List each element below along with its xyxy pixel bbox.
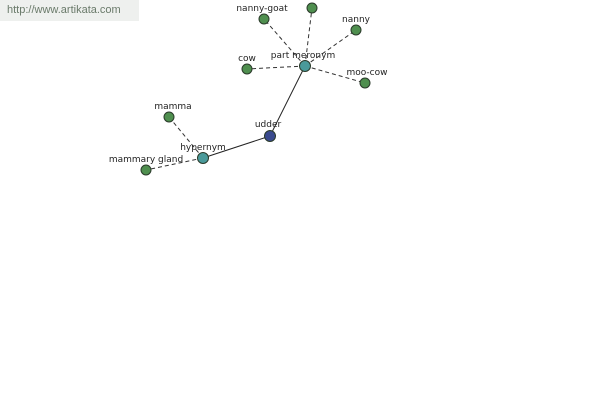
node-mamma[interactable]: mamma [154,102,192,123]
nodes-layer: udder part meronym hypernym nanny-goat nanny… [109,2,388,176]
node-nanny-goat-dot[interactable] [258,13,270,25]
node-udder-label[interactable]: udder [255,120,282,130]
artikata-url-watermark[interactable]: http://www.artikata.com [0,0,139,21]
node-nanny-goat[interactable]: nanny-goat [236,4,288,25]
node-hypernym[interactable]: hypernym [180,143,226,164]
node-cow[interactable]: cow [238,54,256,75]
node-top-term-dot[interactable] [306,2,318,14]
node-hypernym-label[interactable]: hypernym [180,143,226,153]
edge-part-meronym-to-moo-cow [304,65,366,84]
node-moo-cow-label[interactable]: moo-cow [346,68,387,78]
node-moo-cow-dot[interactable] [359,77,371,89]
edge-part-meronym-to-nanny [304,29,357,67]
node-part-meronym-dot[interactable] [299,60,311,72]
edge-hypernym-to-mammary-gland [145,157,204,171]
node-udder-dot[interactable] [264,130,276,142]
edges-layer [145,7,366,171]
node-mamma-dot[interactable] [163,111,175,123]
node-mammary-gland[interactable]: mammary gland [109,155,183,176]
node-mamma-label[interactable]: mamma [154,102,191,112]
node-cow-dot[interactable] [241,63,253,75]
node-udder[interactable]: udder [255,120,282,142]
edge-part-meronym-to-cow [246,65,306,70]
node-nanny[interactable]: nanny [342,15,371,36]
node-cow-label[interactable]: cow [238,54,256,64]
node-nanny-goat-label[interactable]: nanny-goat [236,4,288,14]
edge-hypernym-to-mamma [168,116,204,159]
edge-part-meronym-to-top-term [304,7,313,67]
node-moo-cow[interactable]: moo-cow [346,68,388,89]
node-part-meronym[interactable]: part meronym [271,51,335,72]
node-mammary-gland-dot[interactable] [140,164,152,176]
node-mammary-gland-label[interactable]: mammary gland [109,155,183,165]
edge-udder-to-part-meronym [269,65,306,137]
node-hypernym-dot[interactable] [197,152,209,164]
node-nanny-dot[interactable] [350,24,362,36]
edge-part-meronym-to-nanny-goat [263,18,306,67]
edge-udder-to-hypernym [202,135,271,159]
node-top-term[interactable] [306,2,318,14]
node-nanny-label[interactable]: nanny [342,15,371,25]
node-part-meronym-label[interactable]: part meronym [271,51,335,61]
